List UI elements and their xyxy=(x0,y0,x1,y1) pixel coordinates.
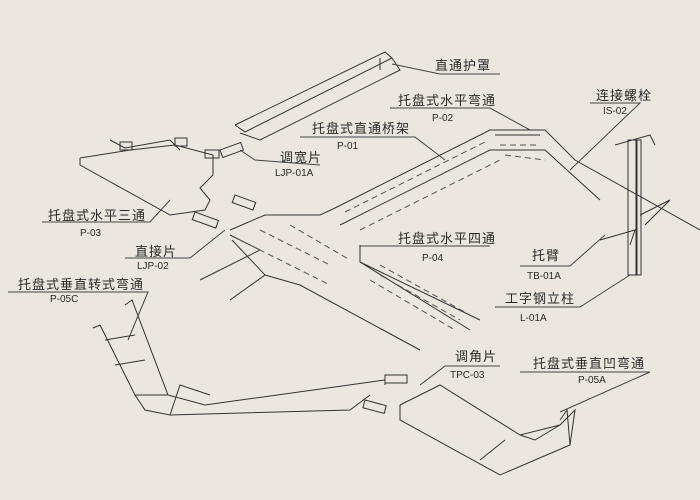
code-vertical-turn-elbow: P-05C xyxy=(50,294,79,305)
horizontal-tee-shape xyxy=(79,137,214,216)
label-width-adjust-plate: 调宽片 xyxy=(280,151,323,166)
label-angle-adjust-plate: 调角片 xyxy=(455,350,498,365)
label-vertical-concave-elbow: 托盘式垂直凹弯通 xyxy=(533,357,646,372)
label-i-beam-column: 工字钢立柱 xyxy=(505,292,576,307)
code-width-adjust-plate: LJP-01A xyxy=(275,168,314,179)
label-horizontal-tee: 托盘式水平三通 xyxy=(48,209,147,224)
label-straight-tray: 托盘式直通桥架 xyxy=(312,122,411,137)
straight-cover-shape xyxy=(234,51,401,141)
label-horizontal-cross: 托盘式水平四通 xyxy=(398,232,497,247)
code-connecting-bolt: IS-02 xyxy=(603,106,627,117)
code-horizontal-tee: P-03 xyxy=(80,228,102,239)
label-support-arm: 托臂 xyxy=(532,249,561,264)
code-vertical-concave-elbow: P-05A xyxy=(578,375,606,386)
label-straight-joint-plate: 直接片 xyxy=(135,245,178,260)
label-connecting-bolt: 连接螺栓 xyxy=(596,89,653,104)
code-angle-adjust-plate: TPC-03 xyxy=(450,370,485,381)
label-vertical-turn-elbow: 托盘式垂直转式弯通 xyxy=(18,278,145,293)
code-horizontal-cross: P-04 xyxy=(422,253,444,264)
joint-plates xyxy=(191,141,408,415)
horizontal-cross-and-straight-tray-shape xyxy=(199,129,700,351)
leader-lines xyxy=(8,63,651,413)
code-i-beam-column: L-01A xyxy=(520,313,547,324)
label-straight-cover: 直通护罩 xyxy=(435,59,492,74)
code-support-arm: TB-01A xyxy=(527,271,561,282)
code-straight-tray: P-01 xyxy=(337,141,359,152)
column-and-arm-shape xyxy=(599,134,671,276)
label-horizontal-elbow: 托盘式水平弯通 xyxy=(398,94,497,109)
vertical-concave-elbow-shape xyxy=(399,384,576,476)
code-straight-joint-plate: LJP-02 xyxy=(137,261,169,272)
code-horizontal-elbow: P-02 xyxy=(432,113,454,124)
vertical-elbow-run-shape xyxy=(92,299,386,416)
